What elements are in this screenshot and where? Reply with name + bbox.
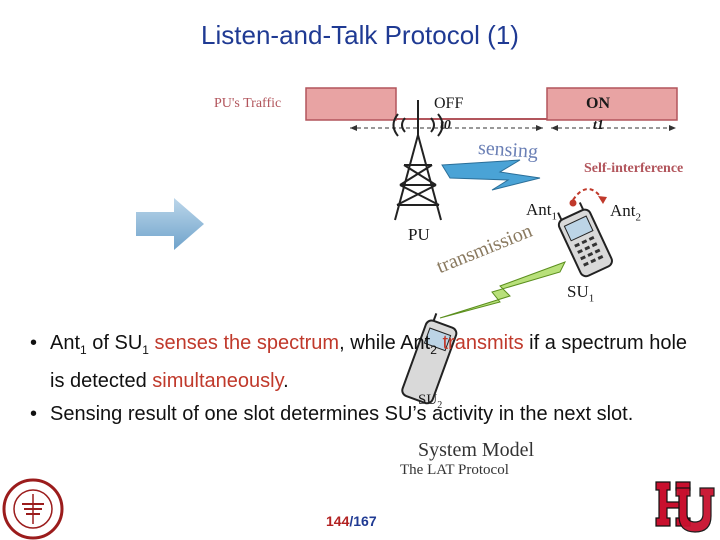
right-arrow-icon (136, 198, 204, 250)
lat-protocol-label: The LAT Protocol (400, 462, 509, 478)
t1-arrow-right-head (669, 125, 676, 131)
t0-label: t0 (440, 118, 451, 133)
self-interference-arrowhead (598, 196, 607, 204)
bullet-item-2: Sensing result of one slot determines SU… (30, 399, 690, 430)
t1-label: t1 (593, 118, 604, 133)
slide-title: Listen-and-Talk Protocol (1) (201, 20, 519, 50)
transmission-lightning-icon (439, 261, 567, 319)
ant1-label: Ant1 (526, 200, 557, 223)
t1-arrow-left-head (551, 125, 558, 131)
su1-label: SU1 (567, 282, 595, 305)
ant2-label: Ant2 (610, 201, 641, 224)
su1-phone-icon (557, 202, 613, 278)
self-interference-label: Self-interference (584, 161, 684, 176)
pu-tower-icon (392, 100, 444, 221)
sensing-label: sensing (477, 136, 539, 164)
off-label: OFF (434, 95, 464, 112)
pu-traffic-label: PU's Traffic (214, 96, 282, 111)
ant1-dot (569, 199, 577, 207)
bullet-list: Ant1 of SU1 senses the spectrum, while A… (30, 328, 690, 432)
page-number: 144/167 (326, 513, 377, 529)
bullet-item-1: Ant1 of SU1 senses the spectrum, while A… (30, 328, 690, 397)
traffic-on-block-left (305, 87, 397, 121)
self-interference-arc (572, 188, 604, 201)
uh-logo (655, 481, 715, 533)
t0-arrow-left-head (350, 125, 357, 131)
pu-label: PU (408, 225, 430, 244)
t0-arrow-right-head (536, 125, 543, 131)
system-model-label: System Model (418, 439, 535, 461)
on-label: ON (586, 95, 610, 112)
university-seal-logo (2, 478, 64, 540)
sensing-lightning-icon (441, 159, 541, 191)
traffic-on-block-right (546, 87, 678, 121)
